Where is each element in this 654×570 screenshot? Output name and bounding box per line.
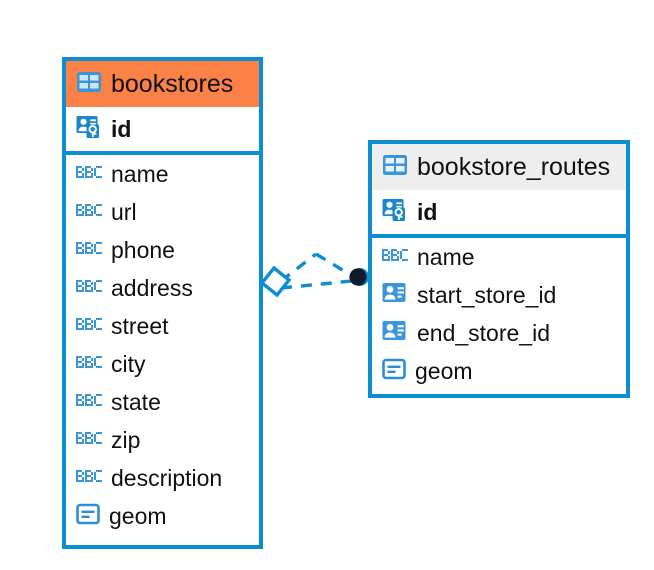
entity-title: bookstore_routes [417, 152, 611, 181]
field-label: description [111, 464, 223, 491]
abc-text-icon [76, 317, 102, 336]
primary-key-icon [76, 115, 102, 144]
field-label: url [111, 198, 137, 225]
relationship-lines [279, 252, 355, 290]
abc-text-icon [76, 165, 102, 184]
field-row-description[interactable]: description [66, 459, 259, 497]
foreign-key-icon [382, 282, 408, 308]
table-icon [76, 71, 102, 98]
field-label: end_store_id [417, 319, 550, 346]
field-row-id[interactable]: id [372, 190, 626, 234]
field-row-geom[interactable]: geom [66, 497, 259, 535]
field-label: name [417, 243, 475, 270]
abc-text-icon [76, 469, 102, 488]
abc-text-icon [76, 203, 102, 222]
field-label: id [417, 198, 438, 225]
foreign-key-icon [382, 320, 408, 346]
field-label: start_store_id [417, 281, 557, 308]
field-row-street[interactable]: street [66, 307, 259, 345]
field-label: street [111, 312, 169, 339]
field-row-zip[interactable]: zip [66, 421, 259, 459]
geometry-icon [382, 358, 406, 385]
field-row-end-store-id[interactable]: end_store_id [372, 314, 626, 352]
field-label: zip [111, 426, 141, 453]
field-label: geom [415, 357, 473, 384]
entity-bookstores[interactable]: bookstores id [62, 57, 263, 549]
primary-key-divider [372, 234, 626, 238]
abc-text-icon [76, 279, 102, 298]
abc-text-icon [382, 248, 408, 267]
field-row-start-store-id[interactable]: start_store_id [372, 276, 626, 314]
field-label: geom [109, 502, 167, 529]
entity-header-bookstore-routes[interactable]: bookstore_routes [372, 144, 626, 190]
field-row-state[interactable]: state [66, 383, 259, 421]
field-row-address[interactable]: address [66, 269, 259, 307]
table-icon [382, 154, 408, 181]
abc-text-icon [76, 355, 102, 374]
field-label: address [111, 274, 193, 301]
field-row-id[interactable]: id [66, 107, 259, 151]
diamond-endpoint-icon [259, 265, 292, 298]
primary-key-icon [382, 198, 408, 227]
field-row-geom[interactable]: geom [372, 352, 626, 390]
abc-text-icon [76, 431, 102, 450]
field-label: state [111, 388, 161, 415]
relationship-line-lower [280, 279, 353, 290]
entity-title: bookstores [111, 69, 234, 98]
field-row-name[interactable]: name [66, 155, 259, 193]
field-row-url[interactable]: url [66, 193, 259, 231]
relationship-line-upper2 [315, 252, 355, 279]
entity-bookstore-routes[interactable]: bookstore_routes id [368, 140, 630, 398]
filled-circle-endpoint-icon [349, 268, 369, 286]
field-label: city [111, 350, 146, 377]
abc-text-icon [76, 393, 102, 412]
geometry-icon [76, 503, 100, 530]
primary-key-divider [66, 151, 259, 155]
field-label: id [111, 115, 132, 142]
entity-header-bookstores[interactable]: bookstores [66, 61, 259, 107]
abc-text-icon [76, 241, 102, 260]
field-label: phone [111, 236, 175, 263]
field-row-name[interactable]: name [372, 238, 626, 276]
relationship-line-upper [279, 252, 318, 283]
field-label: name [111, 160, 169, 187]
field-row-city[interactable]: city [66, 345, 259, 383]
field-row-phone[interactable]: phone [66, 231, 259, 269]
